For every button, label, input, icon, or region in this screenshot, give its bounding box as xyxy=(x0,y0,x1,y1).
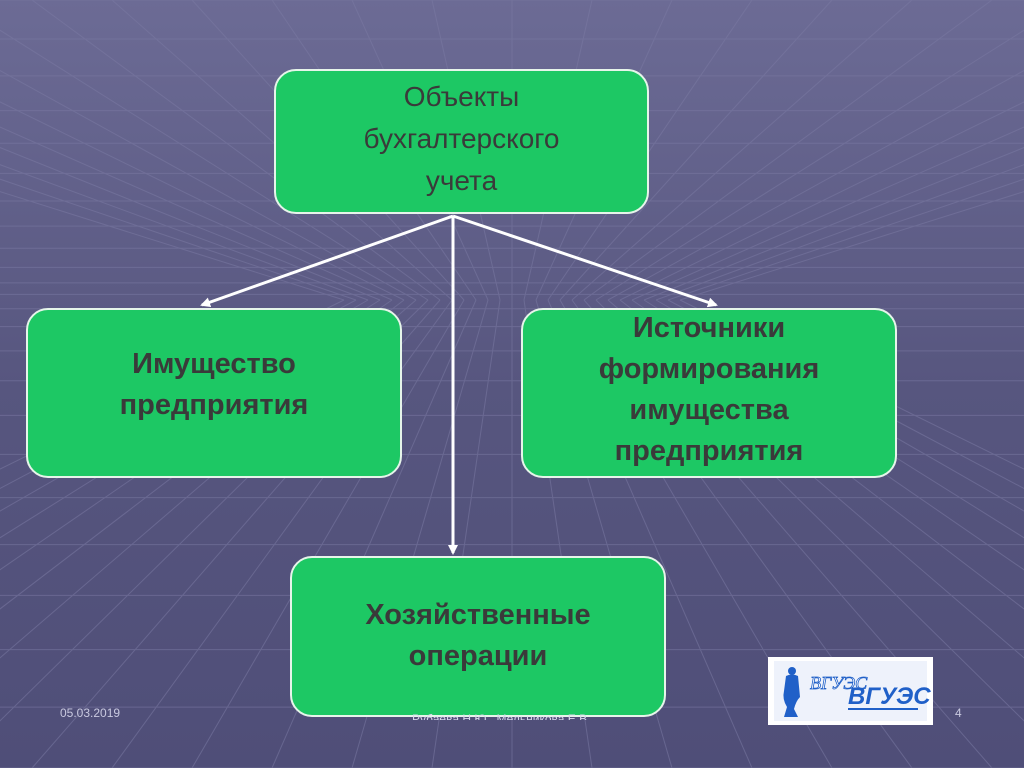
sources-node-box: Источники формирования имущества предпри… xyxy=(521,308,897,478)
root-node-box: Объекты бухгалтерского учета xyxy=(274,69,649,214)
property-node-label: Имущество предприятия xyxy=(119,348,309,421)
logo-text-bold: ВГУЭС xyxy=(848,683,931,710)
logo-text-light: ВГУЭС xyxy=(810,673,868,693)
root-node-label: Объекты бухгалтерского учета xyxy=(363,80,560,196)
footer-author: Рубаева Н.Ю., Мельникова Е.В. xyxy=(412,712,591,720)
sources-node-label: Источники формирования имущества предпри… xyxy=(598,312,820,467)
property-node-box: Имущество предприятия xyxy=(26,308,402,478)
arrow-to-right-box xyxy=(452,214,718,308)
arrow-to-left-box xyxy=(200,214,454,308)
university-logo: ВГУЭС ВГУЭС xyxy=(768,657,933,725)
operations-node-box: Хозяйственные операции xyxy=(290,556,666,717)
statue-icon xyxy=(783,667,800,717)
slide-number: 4 xyxy=(955,706,962,720)
footer-date: 05.03.2019 xyxy=(60,706,121,720)
operations-node-label: Хозяйственные операции xyxy=(365,598,591,672)
